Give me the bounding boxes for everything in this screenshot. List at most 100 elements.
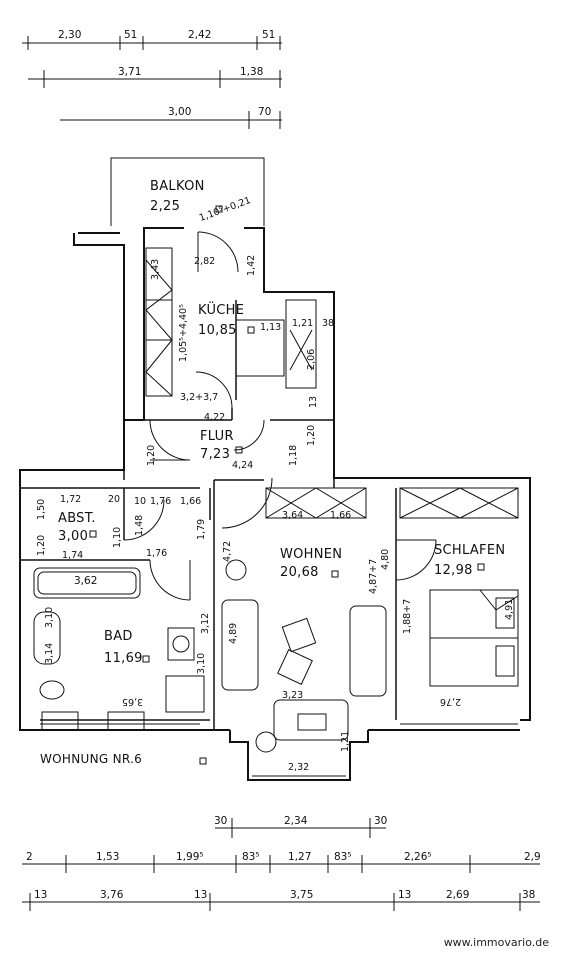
balcony-outline (110, 157, 265, 226)
kitchen-counters (145, 247, 317, 397)
dim-kueche-d2: 1,13 (260, 322, 282, 333)
bottom-dim-2-c: 1,99⁵ (176, 851, 204, 863)
dim-flur-h3: 1,20 (306, 424, 317, 446)
top-dimension-lines (22, 36, 282, 129)
top-dim-1-c: 2,42 (188, 29, 212, 41)
bottom-dim-1-a: 30 (214, 815, 228, 827)
top-dim-1-d: 51 (262, 29, 276, 41)
dim-kueche-h1: 3,43 (150, 258, 161, 280)
dim-wohnen-g: 4,89 (228, 622, 239, 644)
dim-abst-i: 1,74 (62, 550, 84, 561)
dim-kueche-w2: 1,42 (246, 254, 257, 276)
top-dim-3-a: 3,00 (168, 106, 192, 118)
dim-abst-j: 1,76 (146, 548, 168, 559)
dim-kueche-d4: 2,06 (306, 348, 317, 370)
dim-kueche-w: 2,82 (194, 256, 216, 267)
bottom-dim-3-c: 13 (194, 889, 208, 901)
top-dim-1-a: 2,30 (58, 29, 82, 41)
dim-abst-e: 1,66 (180, 496, 202, 507)
bottom-dim-1-b: 2,34 (284, 815, 308, 827)
bottom-dim-3-a: 13 (34, 889, 48, 901)
wardrobes (265, 487, 519, 519)
dim-wohnen-i: 1,21 (340, 730, 351, 752)
dim-kueche-d6: 3,2+3,7 (180, 392, 219, 403)
top-dim-2-a: 3,71 (118, 66, 142, 78)
room-balkon-area: 2,25 (150, 199, 181, 214)
dim-bad-a: 3,62 (74, 575, 98, 587)
room-schlafen-area: 12,98 (434, 563, 473, 578)
top-dim-2-b: 1,38 (240, 66, 264, 78)
bottom-dim-3-f: 2,69 (446, 889, 470, 901)
dim-kueche-d7: 4,22 (204, 412, 226, 423)
bottom-dim-2-a: 2 (26, 851, 33, 863)
room-abst-area: 3,00 (58, 529, 89, 544)
dim-bad-f: 3,65 (122, 696, 144, 707)
dim-schlafen-b: 4,91 (504, 598, 515, 620)
room-abst-name: ABST. (58, 511, 96, 526)
interior-walls (20, 300, 397, 730)
dim-bad-d: 3,12 (200, 612, 211, 634)
dim-bad-b: 3,10 (44, 606, 55, 628)
area-markers (89, 205, 485, 765)
dim-flur-w: 4,24 (232, 460, 254, 471)
room-flur-area: 7,23 (200, 447, 231, 462)
living-furniture (221, 559, 387, 753)
dim-wohnen-b: 1,79 (196, 518, 207, 540)
room-kueche-area: 10,85 (198, 323, 237, 338)
room-schlafen-name: SCHLAFEN (434, 543, 506, 558)
room-balkon-name: BALKON (150, 179, 205, 194)
dim-abst-d: 1,76 (150, 496, 172, 507)
top-dim-3-b: 70 (258, 106, 272, 118)
bottom-dim-2-f: 83⁵ (334, 851, 352, 863)
dim-wohnen-c: 3,64 (282, 510, 304, 521)
dim-flur-h1: 1,20 (146, 444, 157, 466)
bottom-dim-3-g: 38 (522, 889, 536, 901)
bathroom-fixtures (33, 567, 205, 731)
dim-schlafen-c: 2,76 (440, 696, 462, 707)
room-wohnen-name: WOHNEN (280, 547, 343, 562)
bottom-dim-3-e: 13 (398, 889, 412, 901)
dim-wohnen-a: 4,72 (222, 540, 233, 562)
bottom-dim-2-g: 2,26⁵ (404, 851, 432, 863)
dim-schlafen-a: 1,88+7 (402, 598, 413, 634)
room-kueche-name: KÜCHE (198, 303, 245, 318)
bottom-dim-1-c: 30 (374, 815, 388, 827)
dim-abst-g: 1,20 (36, 534, 47, 556)
bottom-dim-2-b: 1,53 (96, 851, 120, 863)
door-swings (123, 231, 437, 601)
top-dim-1-b: 51 (124, 29, 138, 41)
dim-abst-h: 1,10 (112, 526, 123, 548)
bottom-dim-3-b: 3,76 (100, 889, 124, 901)
dim-bad-e: 3,10 (196, 652, 207, 674)
dim-wohnen-h: 3,23 (282, 690, 304, 701)
room-bad-area: 11,69 (104, 651, 143, 666)
bottom-dim-2-h: 2,9 (524, 851, 541, 863)
bottom-dimension-lines (22, 818, 540, 911)
dim-wohnen-f: 4,80 (380, 548, 391, 570)
dim-wohnen-e: 4,87+7 (368, 558, 379, 594)
dim-kueche-d3: 1,21 (292, 318, 314, 329)
bottom-dim-2-e: 1,27 (288, 851, 312, 863)
bed (429, 589, 519, 687)
dim-abst-f: 1,50 (36, 498, 47, 520)
dim-wohnen-j: 2,32 (288, 762, 310, 773)
exterior-walls (19, 227, 531, 781)
dim-bad-c: 3,14 (44, 642, 55, 664)
room-flur-name: FLUR (200, 429, 234, 444)
dim-abst-a: 1,72 (60, 494, 82, 505)
room-bad-name: BAD (104, 629, 133, 644)
room-wohnen-area: 20,68 (280, 565, 319, 580)
bottom-dim-2-d: 83⁵ (242, 851, 260, 863)
apartment-label: WOHNUNG NR.6 (40, 752, 143, 766)
dim-kueche-d1: 1,05⁵+4,40⁵ (178, 304, 189, 362)
dim-kueche-d8: 13 (308, 395, 319, 408)
dim-abst-k: 1,48 (134, 514, 145, 536)
dim-flur-h2: 1,18 (288, 444, 299, 466)
bottom-dim-3-d: 3,75 (290, 889, 314, 901)
dim-abst-b: 20 (108, 494, 121, 505)
dim-wohnen-d: 1,66 (330, 510, 352, 521)
watermark: www.immovario.de (443, 936, 549, 949)
dim-abst-c: 10 (134, 496, 147, 507)
dim-kueche-d5: 38 (322, 318, 335, 329)
